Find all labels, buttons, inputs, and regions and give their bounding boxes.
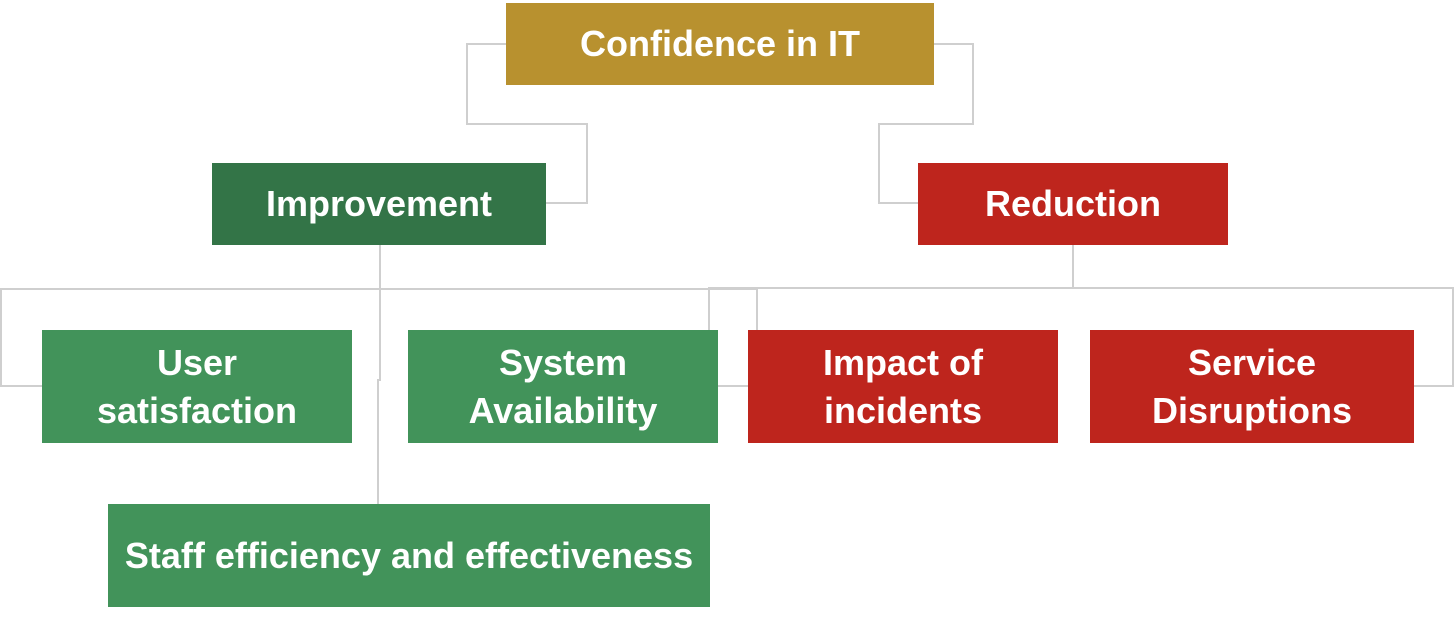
node-confidence-in-it: Confidence in IT [506, 3, 934, 85]
connector-reduction-service [1073, 287, 1454, 387]
node-reduction: Reduction [918, 163, 1228, 245]
connector-root-improvement [466, 43, 588, 204]
node-improvement: Improvement [212, 163, 546, 245]
node-user-satisfaction: User satisfaction [42, 330, 352, 443]
node-impact-of-incidents: Impact of incidents [748, 330, 1058, 443]
node-system-availability: System Availability [408, 330, 718, 443]
connector-improvement-staff-efficiency [377, 289, 381, 504]
node-staff-efficiency-and-effectiveness: Staff efficiency and effectiveness [108, 504, 710, 607]
connector-improvement-user-satisfaction [0, 245, 381, 387]
connector-root-reduction [878, 43, 974, 204]
connector-reduction-impact [708, 245, 1074, 387]
node-service-disruptions: Service Disruptions [1090, 330, 1414, 443]
